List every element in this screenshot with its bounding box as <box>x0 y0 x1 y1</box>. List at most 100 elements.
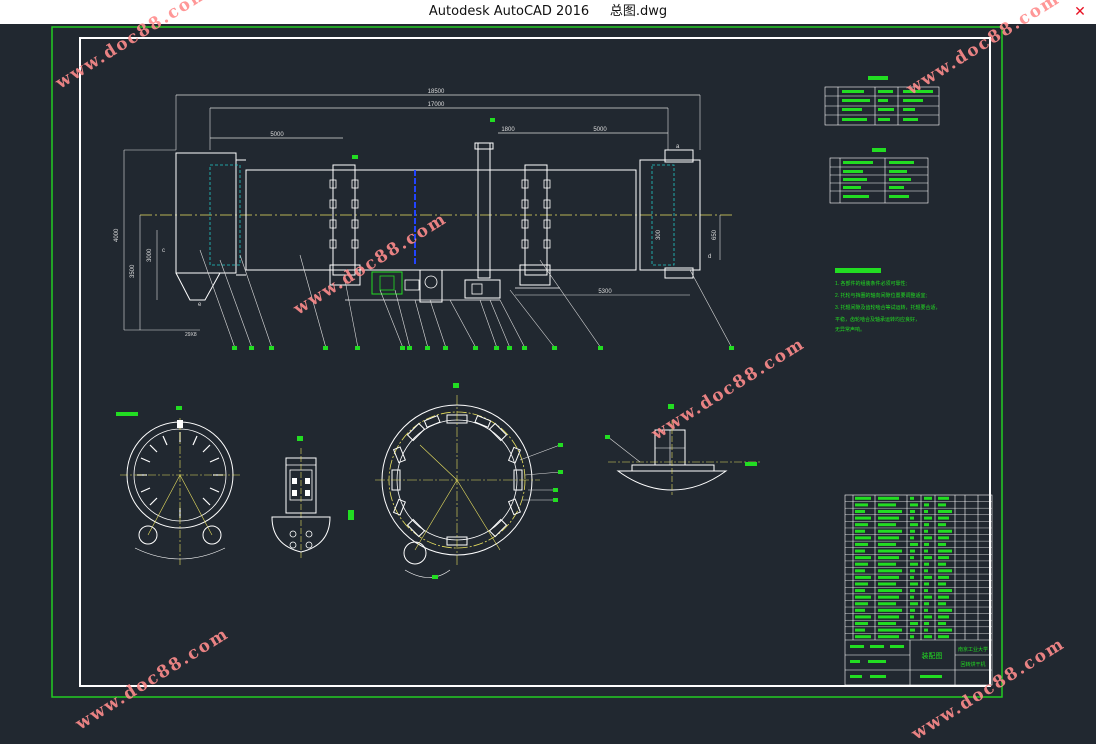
parts-list-cell <box>938 516 949 520</box>
parts-list-cell <box>924 503 929 507</box>
parts-list-cell <box>910 622 918 626</box>
dim-bottom: 5300 <box>598 289 612 295</box>
parts-list-cell <box>855 595 871 599</box>
parts-list-cell <box>855 635 871 639</box>
parts-list-cell <box>924 569 928 573</box>
parts-list-cell <box>938 549 952 553</box>
parts-list-cell <box>938 503 946 507</box>
parts-list-rows <box>845 501 992 634</box>
parts-list-cell <box>878 628 902 632</box>
parts-list-cell <box>938 523 946 527</box>
parts-list-cell <box>924 536 932 540</box>
parts-list-cell <box>924 635 932 639</box>
parts-list-cell <box>910 509 915 513</box>
parts-list-cell <box>910 569 915 573</box>
parts-list-cell <box>938 536 949 540</box>
parts-list-cell <box>910 608 915 612</box>
parts-list-cell <box>924 549 928 553</box>
parts-list-cell <box>878 536 899 540</box>
parts-list-cell <box>855 556 871 560</box>
note-1: 1. 各部件的组装条件必须可靠性; <box>835 280 907 287</box>
label-a: a <box>676 144 680 150</box>
close-icon[interactable]: ✕ <box>1074 4 1086 20</box>
parts-list-cell <box>938 622 946 626</box>
dim-low-height: 3000 <box>147 248 153 262</box>
parts-list-cell <box>855 575 871 579</box>
parts-list-cell <box>855 509 865 513</box>
parts-list-cell <box>910 562 918 566</box>
roller-station-view <box>271 436 354 560</box>
parts-list-cell <box>924 615 932 619</box>
note-4: 平稳，齿轮啮合及轴承运转均应良好， <box>835 316 920 323</box>
parts-list-cell <box>910 615 914 619</box>
parts-list-cell <box>938 542 946 546</box>
parts-list-cell <box>855 529 865 533</box>
parts-list-cell <box>924 589 928 593</box>
parts-list-cell <box>924 542 929 546</box>
parts-list-cell <box>910 516 914 520</box>
parts-list-cell <box>910 602 918 606</box>
parts-list-cell <box>924 529 928 533</box>
parts-list-cell <box>878 602 896 606</box>
parts-list-cell <box>938 615 949 619</box>
parts-list-cell <box>910 529 915 533</box>
parts-list-cell <box>855 562 868 566</box>
parts-list-cell <box>878 575 899 579</box>
parts-list-cell <box>878 635 899 639</box>
parts-list-cell <box>855 628 865 632</box>
dim-dia-right: 650 <box>712 229 718 240</box>
parts-list-cell <box>878 608 902 612</box>
parts-list-cell <box>878 589 902 593</box>
dim-shell: 17000 <box>428 102 445 108</box>
parts-list-cell <box>855 608 865 612</box>
elevation-view: 18500 17000 5000 5000 1800 <box>114 89 735 350</box>
parts-list-cell <box>878 509 902 513</box>
parts-list-cell <box>924 602 929 606</box>
parts-list-cell <box>938 602 946 606</box>
parts-list-cell <box>878 556 899 560</box>
parts-list-cell <box>855 602 868 606</box>
parts-list-cell <box>855 615 871 619</box>
parts-list-cell <box>910 635 914 639</box>
parts-list-cell <box>910 582 918 586</box>
outer-frame <box>51 26 1003 698</box>
parts-list-cell <box>910 589 915 593</box>
parts-list-cell <box>878 615 899 619</box>
inner-frame <box>79 37 991 687</box>
window-title: Autodesk AutoCAD 2016 总图.dwg <box>428 4 668 19</box>
parts-list-cell <box>938 569 952 573</box>
parts-list-cell <box>878 569 902 573</box>
parts-list-cell <box>855 589 865 593</box>
parts-list-cell <box>855 516 871 520</box>
parts-list-text <box>855 496 952 639</box>
parts-list-cell <box>910 496 914 500</box>
notes-heading <box>835 268 881 273</box>
title-block-school: 南京工业大学 <box>958 646 988 653</box>
note-2: 2. 托轮与挡圈的轴向间隙位置要调整适宜; <box>835 292 927 299</box>
parts-list-cell <box>878 496 899 500</box>
parts-list-cell <box>924 562 929 566</box>
parts-list-cell <box>855 622 868 626</box>
title-block <box>845 639 992 685</box>
dim-height: 4000 <box>114 228 120 242</box>
parts-list-cell <box>910 556 914 560</box>
parts-list-cell <box>938 589 952 593</box>
dim-right-span: 5000 <box>593 127 607 133</box>
dim-mid: 300 <box>656 229 662 240</box>
parts-list-cell <box>924 628 928 632</box>
detail-view <box>605 404 760 495</box>
parts-list-cell <box>878 562 896 566</box>
parts-list-cell <box>910 523 918 527</box>
dim-mid-height: 3500 <box>130 264 136 278</box>
parts-list-cell <box>878 503 896 507</box>
parts-list-cell <box>924 575 932 579</box>
parts-list-cell <box>910 595 914 599</box>
spec-table-2 <box>829 157 929 204</box>
cad-drawing: 18500 17000 5000 5000 1800 <box>51 26 1003 698</box>
parts-list-cell <box>938 582 946 586</box>
parts-list-cell <box>910 503 918 507</box>
parts-list-cell <box>910 549 915 553</box>
parts-list-cell <box>878 516 899 520</box>
spec-table-1 <box>824 86 940 126</box>
